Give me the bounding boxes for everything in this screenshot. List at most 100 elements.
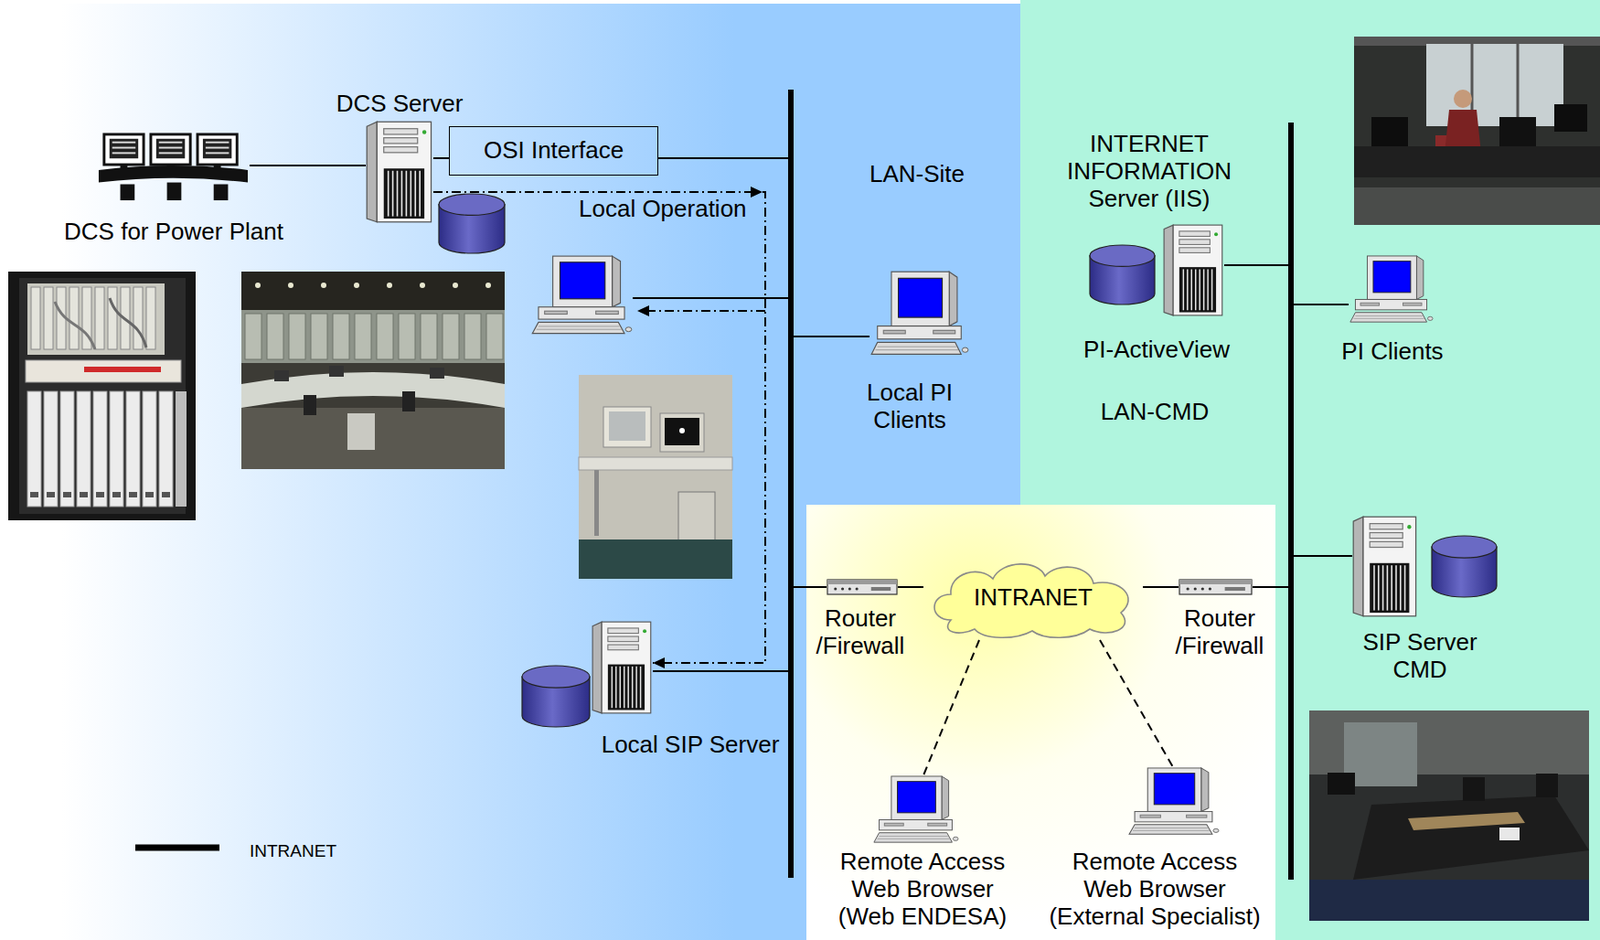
client-node: Remote Access Web Browser (External Spec…: [1127, 767, 1220, 837]
node-label: Remote Access Web Browser (Web ENDESA): [831, 848, 1014, 931]
instrument-panel: [266, 313, 284, 360]
console-screen: [202, 138, 232, 159]
console-screen: [329, 365, 344, 377]
drive-slot: [928, 822, 948, 826]
node-label: Local SIP Server: [598, 731, 782, 759]
console-monitor: [104, 134, 144, 165]
connector: [249, 165, 366, 167]
node-label: LAN-Site: [853, 160, 982, 189]
connector-line: [1142, 586, 1179, 588]
instrument-panel: [486, 313, 503, 360]
pc-tower: [678, 491, 715, 547]
drive-slot: [883, 330, 906, 334]
grille-slot: [1386, 565, 1389, 610]
connector-line: [433, 192, 766, 663]
console-icon: [96, 130, 250, 203]
cloud-shape: [934, 564, 1129, 638]
drive-slot: [1360, 302, 1379, 306]
router-top: [827, 579, 897, 585]
node-label: DCS Server: [321, 90, 478, 118]
monitor-side: [1416, 256, 1423, 300]
operator-desk: [347, 413, 375, 450]
office-monitor: [1554, 104, 1588, 132]
database-top: [522, 665, 590, 688]
database-top: [1089, 245, 1155, 267]
console-desk: [98, 165, 248, 183]
instrument-panel: [442, 313, 459, 360]
desktop-case: [1354, 298, 1427, 310]
grille-slot: [1377, 565, 1380, 610]
person-head: [1453, 89, 1472, 108]
lan-wire: [632, 297, 789, 299]
intranet-zone: [806, 504, 1276, 940]
grille-slot: [396, 170, 399, 217]
led: [1214, 232, 1218, 236]
server-node: SIP Server CMD: [1352, 515, 1419, 618]
grille-slot: [1404, 565, 1407, 610]
grille-slot: [615, 666, 617, 708]
card-tag: [145, 491, 154, 498]
drive-bay: [1369, 541, 1403, 547]
server-icon: [1352, 515, 1419, 618]
card-tag: [63, 491, 72, 498]
monitor-case: [1366, 256, 1417, 300]
key-row: [879, 835, 949, 837]
grille-slot: [1191, 268, 1193, 310]
cabinet-card: [146, 287, 156, 350]
router-light: [1201, 586, 1205, 590]
keyboard: [1350, 312, 1428, 322]
router-light: [1208, 586, 1212, 590]
grille-slot: [1183, 268, 1184, 310]
grille-slot: [1395, 565, 1398, 610]
database-top: [1431, 535, 1497, 558]
cabinet-card: [159, 391, 173, 507]
router-light: [848, 586, 852, 590]
connector-line: [652, 670, 789, 672]
node-label: Local PI Clients: [854, 379, 965, 435]
desktop-case: [538, 307, 625, 320]
screen-line: [159, 147, 183, 150]
screen-line: [205, 147, 230, 150]
node-label: Router /Firewall: [1167, 605, 1273, 661]
grille-slot: [401, 170, 404, 217]
meeting-chair: [1536, 773, 1558, 798]
meeting-table: [1353, 795, 1590, 880]
drive-bay: [384, 128, 418, 135]
room-floor: [241, 407, 505, 470]
monitor-side: [941, 776, 950, 821]
mouse: [961, 347, 969, 352]
cabinet-card: [133, 287, 143, 350]
grille-slot: [392, 170, 395, 217]
cabinet-card: [93, 391, 107, 507]
drive-bay: [1369, 533, 1403, 539]
key-row: [1354, 318, 1425, 320]
pc-icon: [1348, 255, 1434, 325]
console-screen: [109, 138, 139, 159]
drive-slot: [884, 822, 904, 826]
node-label: LAN-CMD: [1086, 398, 1224, 427]
screen-line: [205, 151, 230, 154]
monitor-side: [612, 256, 621, 308]
cabinet-module: [27, 283, 165, 355]
grille-slot: [631, 666, 633, 708]
monitor-screen: [898, 277, 943, 318]
ceiling-light: [419, 282, 426, 288]
connector-line: [249, 164, 366, 167]
screen-line: [112, 151, 137, 154]
cabinet-card: [107, 287, 118, 350]
ceiling-light: [353, 282, 360, 288]
server-side: [1353, 516, 1364, 617]
connector-line: [793, 335, 870, 338]
node-label: Router /Firewall: [808, 605, 914, 661]
meeting-chair: [1462, 777, 1485, 801]
cabinet-card: [31, 287, 41, 350]
server-side: [366, 121, 377, 223]
box-label: INTRANET: [966, 584, 1100, 612]
box-label: OSI Interface: [476, 137, 631, 165]
drive-bay: [384, 138, 418, 144]
key-row: [1354, 315, 1422, 317]
client-node: Remote Access Web Browser (Web ENDESA): [872, 775, 960, 845]
meeting-floor: [1309, 879, 1590, 921]
grille-slot: [414, 170, 416, 217]
monitor-case: [553, 256, 613, 308]
